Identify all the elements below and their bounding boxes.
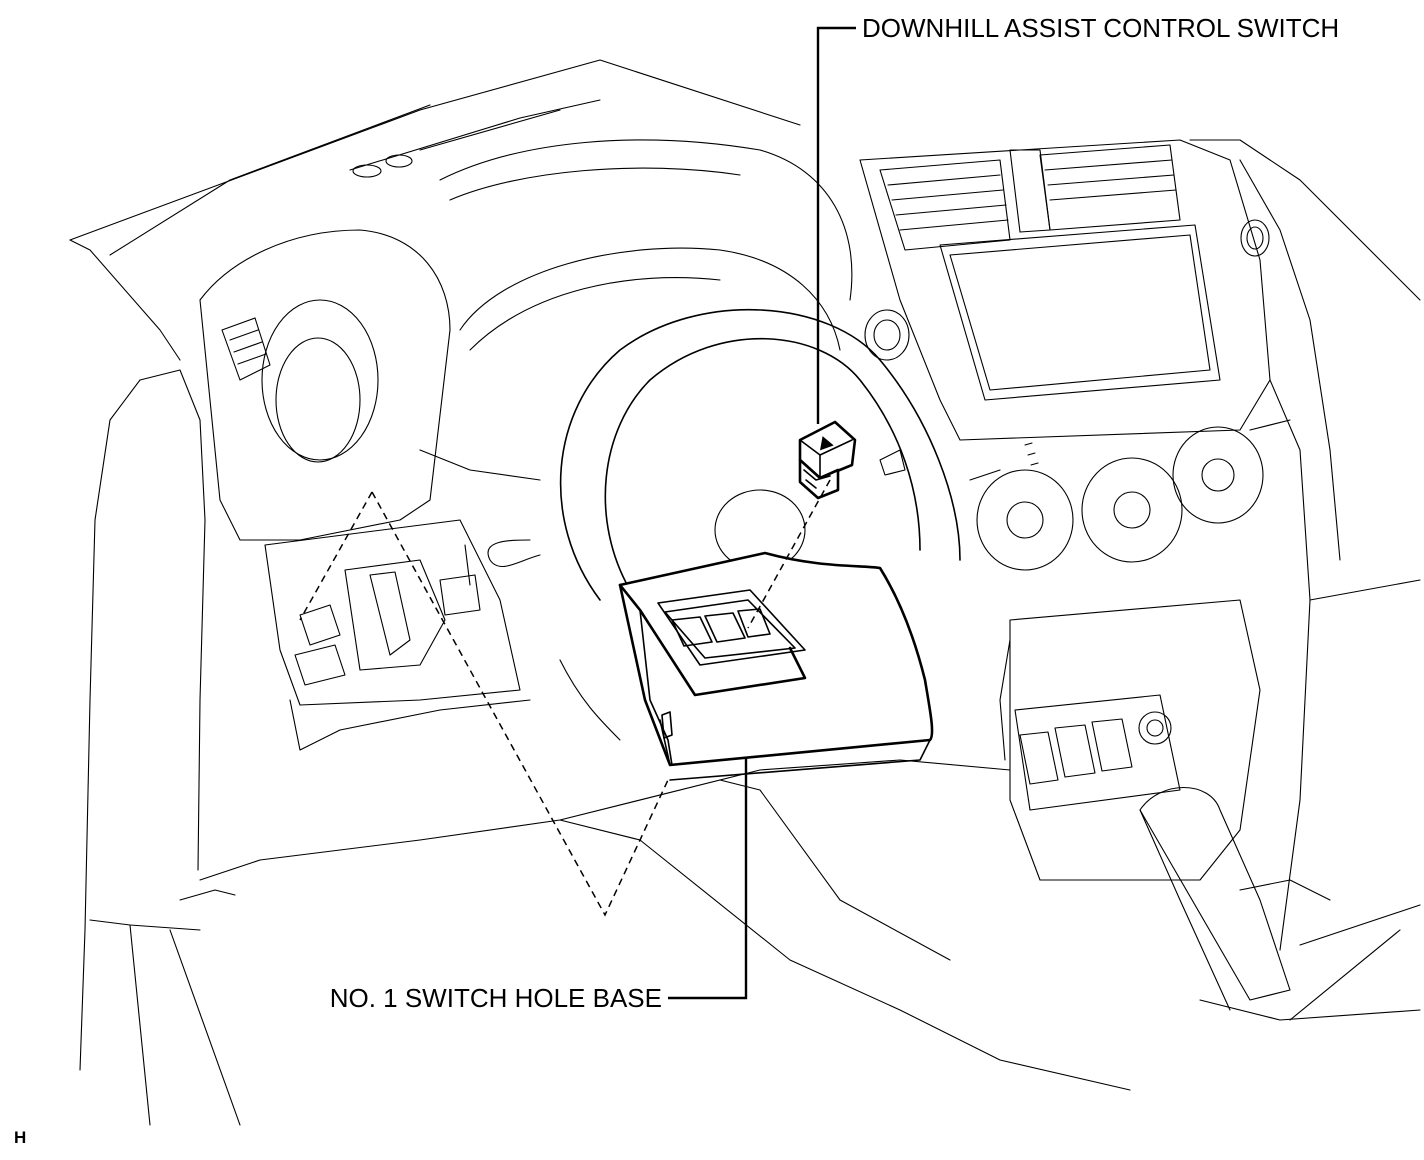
downhill-switch-leader (816, 26, 856, 424)
leader-lines (668, 26, 856, 1000)
downhill-switch-label: DOWNHILL ASSIST CONTROL SWITCH (862, 13, 1339, 43)
hole-base-leader (668, 757, 748, 1000)
alignment-dashes (299, 479, 831, 917)
switch-symbol-icon: ⛰ (814, 431, 836, 454)
no-1-switch-hole-base (618, 551, 934, 781)
downhill-assist-control-switch: ⛰ (798, 420, 857, 500)
figure-code: H (14, 1128, 26, 1147)
switch-hole-base-label: NO. 1 SWITCH HOLE BASE (330, 983, 662, 1013)
dashboard-background (69, 59, 1421, 1126)
